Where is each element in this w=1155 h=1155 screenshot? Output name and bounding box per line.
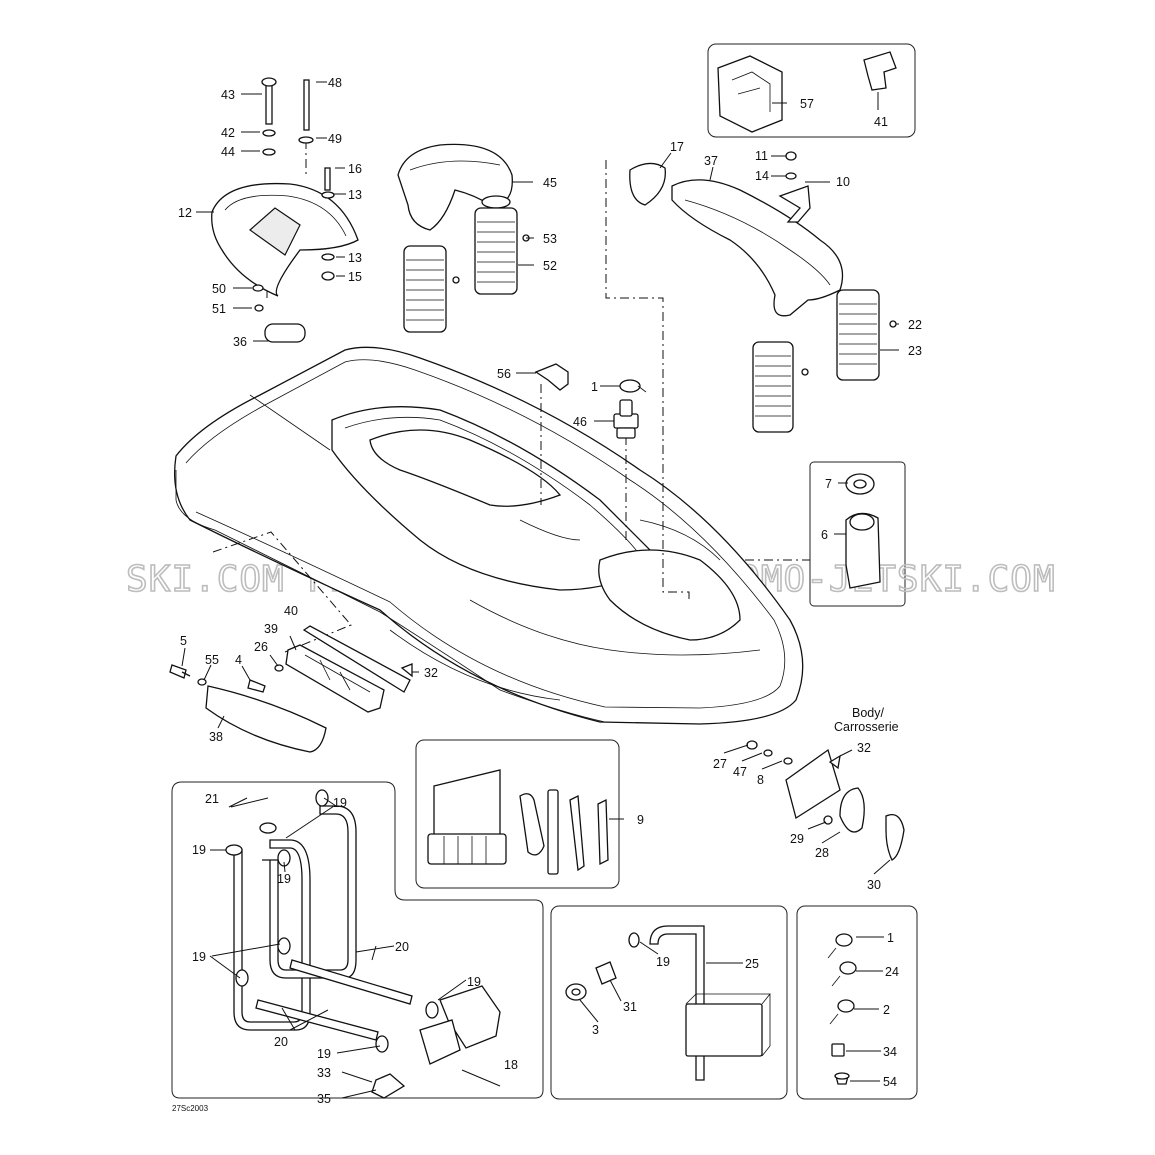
callout-1a: 1 — [591, 380, 598, 394]
callout-43: 43 — [221, 88, 235, 102]
part-46-fitting — [613, 399, 639, 439]
callout-19f: 19 — [317, 1047, 331, 1061]
callout-3: 3 — [592, 1023, 599, 1037]
inset-box-7-6 — [809, 461, 906, 607]
callout-20b: 20 — [274, 1035, 288, 1049]
callout-5: 5 — [180, 634, 187, 648]
callout-labels: 43 48 42 49 44 16 13 12 13 15 50 51 36 4… — [172, 76, 922, 1113]
toolkit-parts — [427, 769, 609, 875]
callout-56: 56 — [497, 367, 511, 381]
part-56 — [534, 363, 569, 391]
callout-12: 12 — [178, 206, 192, 220]
callout-16: 16 — [348, 162, 362, 176]
callout-23: 23 — [908, 344, 922, 358]
callout-9: 9 — [637, 813, 644, 827]
callout-26: 26 — [254, 640, 268, 654]
callout-19a: 19 — [333, 796, 347, 810]
inset-box-battery — [550, 905, 788, 1100]
callout-48: 48 — [328, 76, 342, 90]
callout-38: 38 — [209, 730, 223, 744]
callout-49: 49 — [328, 132, 342, 146]
callout-44: 44 — [221, 145, 235, 159]
callout-19c: 19 — [277, 872, 291, 886]
callout-11: 11 — [755, 149, 768, 163]
leader-lines — [181, 81, 899, 1099]
intake-duct-group — [397, 143, 530, 333]
handle-pole-group — [211, 77, 359, 343]
inset-7-6-parts — [845, 473, 881, 589]
hoses-parts — [225, 789, 501, 1099]
callout-19d: 19 — [192, 950, 206, 964]
fasteners-inset-parts — [827, 933, 857, 1085]
callout-18: 18 — [504, 1058, 518, 1072]
callout-20a: 20 — [395, 940, 409, 954]
callout-17: 17 — [670, 140, 684, 154]
callout-32b: 32 — [857, 741, 871, 755]
callout-13a: 13 — [348, 188, 362, 202]
callout-4: 4 — [235, 653, 242, 667]
callout-15: 15 — [348, 270, 362, 284]
inset-57-41-parts — [717, 51, 897, 133]
callout-37: 37 — [704, 154, 718, 168]
guide-line-main — [605, 160, 690, 602]
callout-13b: 13 — [348, 251, 362, 265]
callout-24: 24 — [885, 965, 899, 979]
callout-46: 46 — [573, 415, 587, 429]
body-carrosserie-parts — [746, 740, 905, 861]
callout-39: 39 — [264, 622, 278, 636]
callout-14: 14 — [755, 169, 769, 183]
inset-box-hoses — [171, 781, 544, 1099]
callout-40: 40 — [284, 604, 298, 618]
reference-code: 27Sc2003 — [172, 1104, 209, 1113]
callout-21: 21 — [205, 792, 219, 806]
callout-57: 57 — [800, 97, 814, 111]
callout-30: 30 — [867, 878, 881, 892]
inset-box-57-41 — [707, 43, 916, 138]
inset-box-toolkit — [415, 739, 620, 889]
callout-52: 52 — [543, 259, 557, 273]
hull-body — [173, 346, 804, 725]
callout-47: 47 — [733, 765, 747, 779]
callout-1b: 1 — [887, 931, 894, 945]
callout-41: 41 — [874, 115, 888, 129]
callout-19e: 19 — [467, 975, 481, 989]
guide-line-39 — [212, 531, 352, 653]
callout-32a: 32 — [424, 666, 438, 680]
part-1-clamp — [619, 379, 647, 393]
callout-50: 50 — [212, 282, 226, 296]
callout-45: 45 — [543, 176, 557, 190]
callout-31: 31 — [623, 1000, 637, 1014]
callout-29: 29 — [790, 832, 804, 846]
callout-35: 35 — [317, 1092, 331, 1106]
callout-33: 33 — [317, 1066, 331, 1080]
battery-inset-parts — [565, 925, 771, 1081]
inset-box-fasteners — [796, 905, 918, 1100]
callout-6: 6 — [821, 528, 828, 542]
callout-19g: 19 — [656, 955, 670, 969]
callout-19b: 19 — [192, 843, 206, 857]
callout-42: 42 — [221, 126, 235, 140]
callout-25: 25 — [745, 957, 759, 971]
body-label-line2: Carrosserie — [834, 720, 899, 734]
callout-53: 53 — [543, 232, 557, 246]
callout-54: 54 — [883, 1075, 897, 1089]
left-hardware-group — [169, 625, 413, 753]
callout-8: 8 — [757, 773, 764, 787]
callout-36: 36 — [233, 335, 247, 349]
callout-22: 22 — [908, 318, 922, 332]
callout-28: 28 — [815, 846, 829, 860]
callout-34: 34 — [883, 1045, 897, 1059]
callout-51: 51 — [212, 302, 226, 316]
callout-7: 7 — [825, 477, 832, 491]
airbox-duct-group — [629, 151, 897, 433]
callout-10: 10 — [836, 175, 850, 189]
callout-55: 55 — [205, 653, 219, 667]
callout-27: 27 — [713, 757, 727, 771]
body-label-line1: Body/ — [852, 706, 884, 720]
callout-2: 2 — [883, 1003, 890, 1017]
